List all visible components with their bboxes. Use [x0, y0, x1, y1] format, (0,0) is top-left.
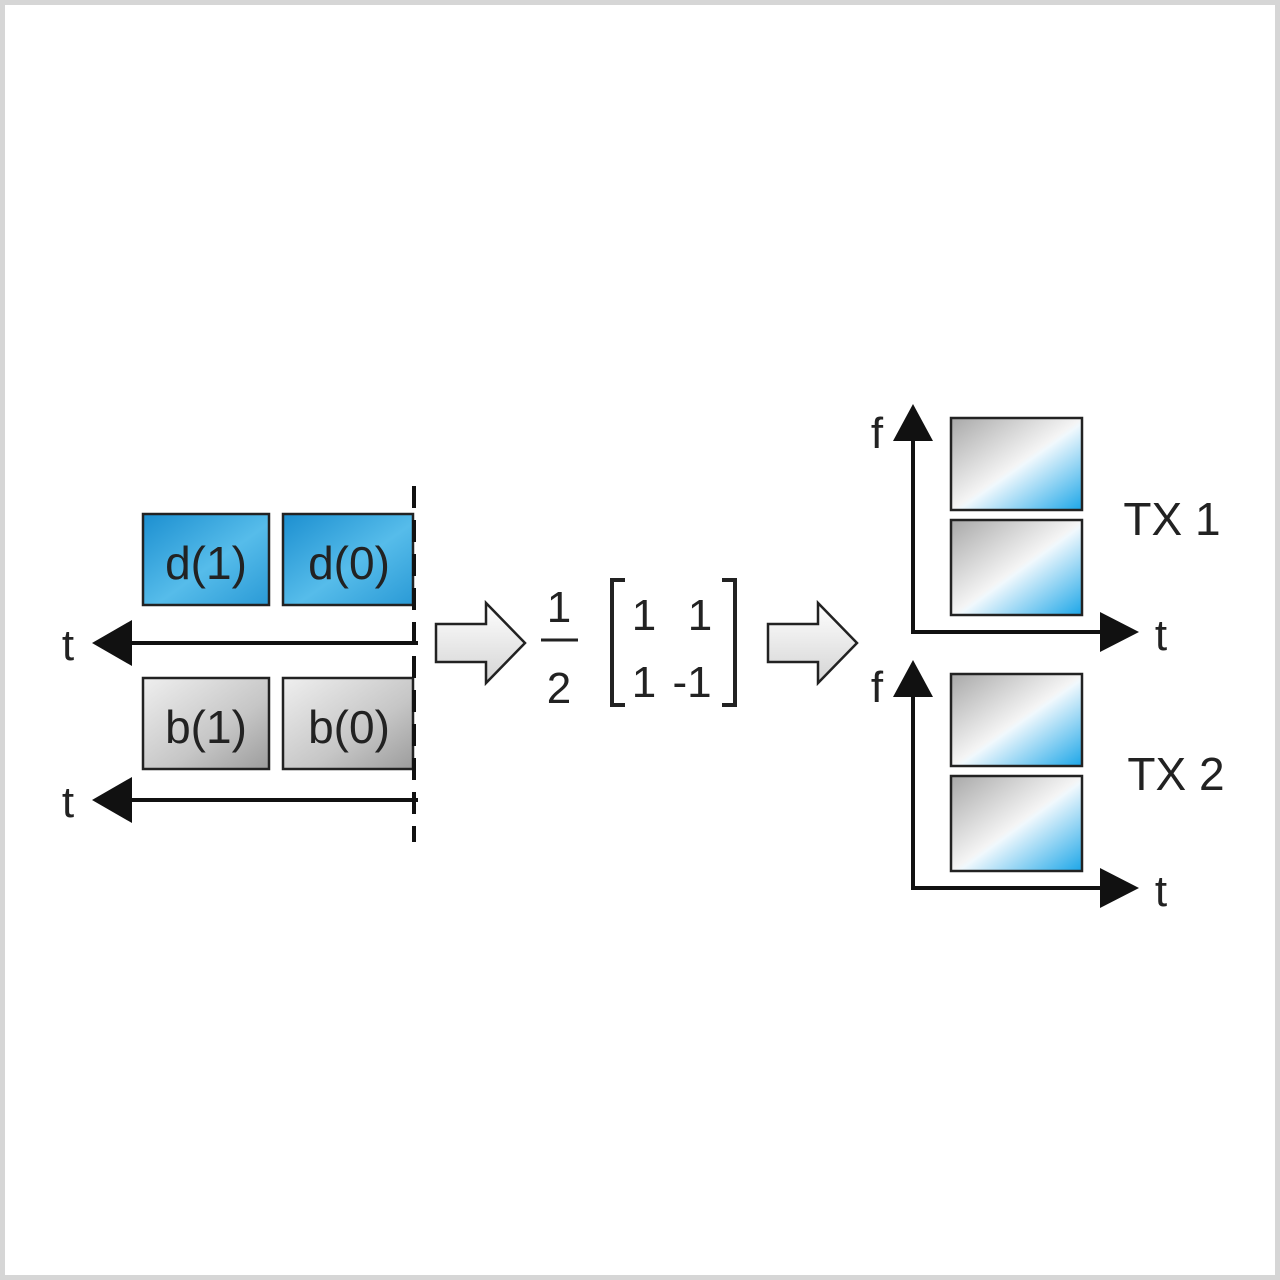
pilot-block-row: b(1) b(0)	[141, 676, 415, 771]
matrix-cell-r2c2: -1	[672, 658, 711, 707]
transform-equation: 1 2 1 1 1 -1	[541, 578, 737, 713]
time-axis-upper-label: t	[62, 621, 74, 670]
tx2-panel: f t TX 2	[871, 660, 1225, 916]
matrix-left-bracket	[610, 578, 625, 707]
tx2-block-lower	[949, 774, 1084, 873]
time-axis-lower-label: t	[62, 778, 74, 827]
matrix-cell-r1c1: 1	[632, 591, 656, 640]
tx2-time-axis-label: t	[1155, 867, 1167, 916]
scale-numerator: 1	[547, 583, 571, 632]
tx2-freq-axis-label: f	[871, 663, 884, 712]
time-axis-lower: t	[62, 777, 418, 827]
tx1-freq-axis-label: f	[871, 409, 884, 458]
pilot-block-b1-label: b(1)	[165, 701, 247, 753]
data-block-d0-label: d(0)	[308, 537, 390, 589]
pilot-block-b0: b(0)	[281, 676, 415, 771]
arrowhead-left-icon	[92, 620, 132, 666]
pilot-block-b0-label: b(0)	[308, 701, 390, 753]
tx1-time-axis-label: t	[1155, 611, 1167, 660]
data-block-d1: d(1)	[141, 512, 271, 607]
time-axis-upper: t	[62, 620, 418, 670]
tx2-block-upper	[949, 672, 1084, 768]
tx1-panel: f t TX 1	[871, 404, 1221, 660]
arrowhead-up-icon	[893, 660, 933, 697]
tx2-label: TX 2	[1127, 748, 1224, 800]
pilot-block-b1: b(1)	[141, 676, 271, 771]
block-arrow-right-icon	[434, 599, 527, 687]
arrowhead-right-icon	[1100, 868, 1139, 908]
data-block-row: d(1) d(0)	[141, 512, 415, 607]
tx1-label: TX 1	[1123, 493, 1220, 545]
block-arrow-right-icon	[766, 599, 859, 687]
arrowhead-left-icon	[92, 777, 132, 823]
arrowhead-up-icon	[893, 404, 933, 441]
tx1-block-upper	[949, 416, 1084, 512]
scale-denominator: 2	[547, 664, 571, 713]
data-block-d1-label: d(1)	[165, 537, 247, 589]
arrowhead-right-icon	[1100, 612, 1139, 652]
tx1-block-lower	[949, 518, 1084, 617]
data-block-d0: d(0)	[281, 512, 415, 607]
matrix-right-bracket	[722, 578, 737, 707]
matrix-cell-r2c1: 1	[632, 658, 656, 707]
matrix-cell-r1c2: 1	[688, 591, 712, 640]
